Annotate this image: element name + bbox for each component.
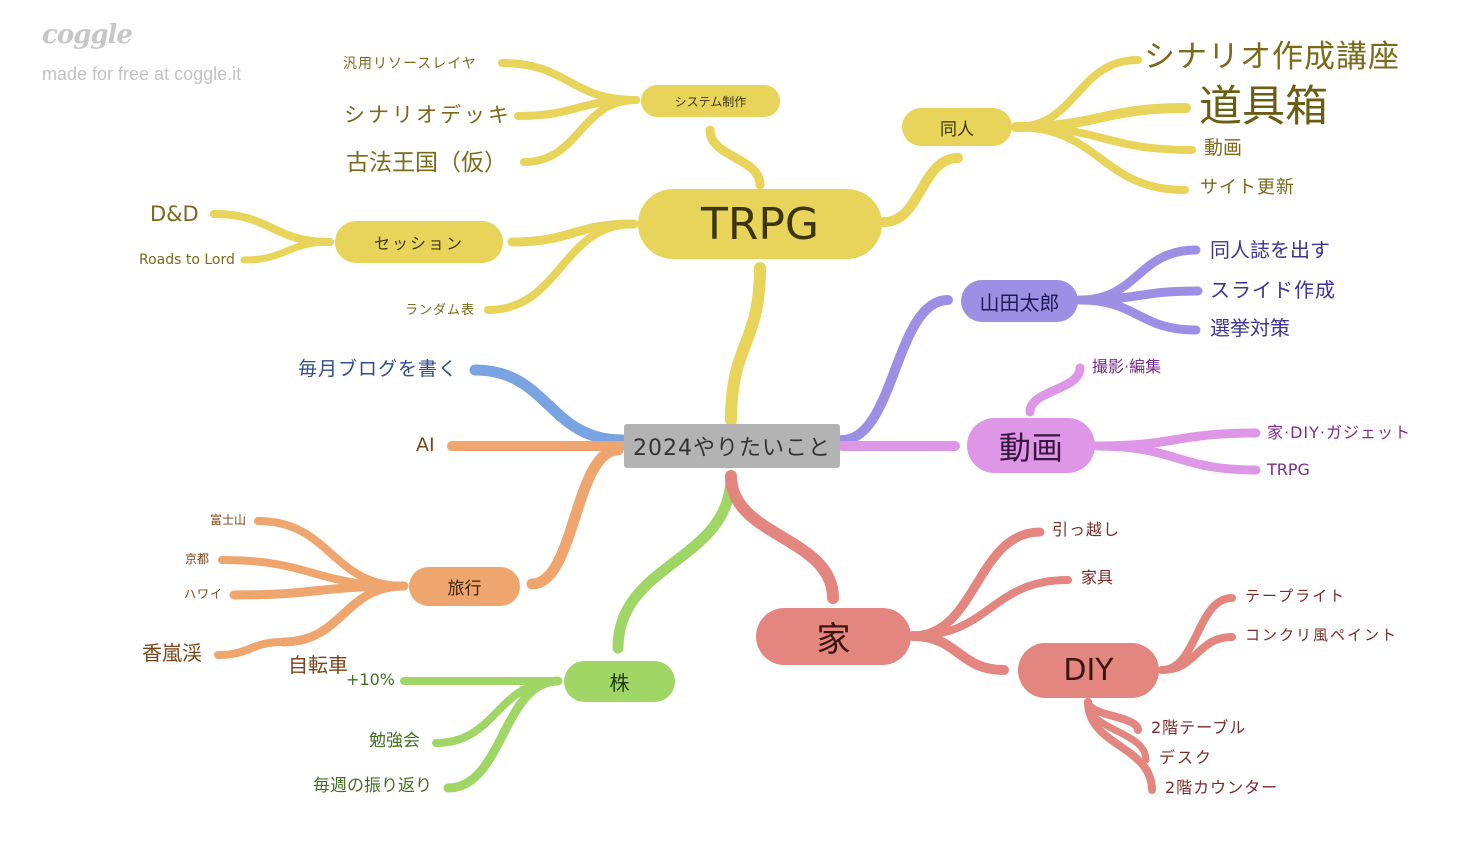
leaf-kagu[interactable]: 家具 [1081, 568, 1114, 587]
branch-root-trpg [725, 262, 766, 426]
branch-system-kohou [520, 96, 640, 166]
leaf-blog[interactable]: 毎月ブログを書く [298, 358, 459, 380]
branch-trpg-random [484, 220, 638, 314]
leaf-slide[interactable]: スライド作成 [1210, 278, 1336, 302]
branch-ie-kagu [909, 576, 1072, 640]
node-session[interactable]: セッション [335, 221, 503, 263]
leaf-tape[interactable]: テープライト [1245, 587, 1347, 605]
node-yamada[interactable]: 山田太郎 [961, 280, 1078, 322]
leaf-site[interactable]: サイト更新 [1200, 177, 1295, 198]
node-system[interactable]: システム制作 [641, 85, 780, 117]
leaf-ai[interactable]: AI [416, 434, 435, 456]
leaf-satsuei[interactable]: 撮影·編集 [1092, 357, 1162, 376]
branch-douga-satsuei [1025, 363, 1085, 417]
leaf-roads[interactable]: Roads to Lord [139, 252, 235, 268]
leaf-counter2[interactable]: 2階カウンター [1165, 778, 1279, 797]
branch-trpg-system [705, 125, 765, 190]
branch-yamada-senkyo [1075, 295, 1201, 335]
node-doujin[interactable]: 同人 [902, 108, 1012, 146]
branch-diy-counter2 [1084, 698, 1156, 794]
leaf-desk[interactable]: デスク [1159, 748, 1214, 767]
leaf-hikkoshi[interactable]: 引っ越し [1052, 520, 1121, 539]
leaf-benkyou[interactable]: 勉強会 [369, 731, 420, 751]
branch-root-blog [469, 364, 628, 446]
branch-doujin-site [1012, 123, 1189, 194]
leaf-random[interactable]: ランダム表 [405, 303, 476, 318]
node-douga[interactable]: 動画 [967, 418, 1095, 473]
leaf-scenario-kouza[interactable]: シナリオ作成講座 [1144, 39, 1400, 75]
branch-ie-diy [908, 631, 1009, 675]
node-kabu[interactable]: 株 [564, 661, 675, 702]
branch-ryokou-jitensha [278, 581, 409, 647]
leaf-dougubako[interactable]: 道具箱 [1199, 82, 1328, 132]
branch-root-kabu [612, 470, 737, 654]
leaf-jitensha[interactable]: 自転車 [288, 653, 348, 677]
branch-root-yamada [837, 295, 953, 445]
leaf-kyoto[interactable]: 京都 [185, 552, 210, 566]
leaf-doujinshi[interactable]: 同人誌を出す [1210, 238, 1330, 262]
branch-kabu-furikaeri [443, 676, 563, 793]
branch-jitensha-kourankei [214, 638, 287, 659]
leaf-scenario-deck[interactable]: シナリオデッキ [344, 103, 512, 127]
leaf-plus10[interactable]: +10% [346, 670, 395, 689]
leaf-hawaii[interactable]: ハワイ [184, 587, 224, 601]
branch-system-hanyou [498, 59, 640, 104]
node-ie[interactable]: 家 [756, 608, 911, 665]
node-trpg[interactable]: TRPG [638, 189, 882, 259]
branch-diy-tape [1158, 594, 1236, 674]
branch-session-roads [240, 238, 334, 264]
leaf-kourankei[interactable]: 香嵐渓 [142, 641, 202, 665]
leaf-table2[interactable]: 2階テーブル [1151, 718, 1247, 737]
root-node[interactable]: 2024やりたいこと [624, 424, 840, 468]
branch-trpg-doujin [879, 153, 963, 227]
leaf-kohou[interactable]: 古法王国（仮） [346, 150, 507, 176]
branch-douga-trpg [1092, 441, 1261, 475]
coggle-logo[interactable]: coggle [42, 20, 133, 50]
branch-root-ryokou [526, 444, 624, 590]
branch-diy-paint [1158, 633, 1236, 674]
leaf-paint[interactable]: コンクリ風ペイント [1245, 626, 1399, 644]
branch-session-dnd [210, 210, 334, 246]
leaf-senkyo[interactable]: 選挙対策 [1210, 316, 1290, 340]
node-ryokou[interactable]: 旅行 [409, 567, 520, 606]
leaf-ie-diy[interactable]: 家·DIY·ガジェット [1267, 423, 1411, 442]
leaf-dnd[interactable]: D&D [150, 202, 199, 226]
leaf-hanyou[interactable]: 汎用リソースレイヤ [343, 56, 477, 72]
leaf-furikaeri[interactable]: 毎週の振り返り [313, 776, 432, 796]
node-diy[interactable]: DIY [1018, 643, 1159, 698]
branch-root-ie [725, 470, 839, 604]
leaf-douga-trpg[interactable]: TRPG [1267, 460, 1310, 479]
coggle-tagline[interactable]: made for free at coggle.it [42, 64, 242, 84]
leaf-fuji[interactable]: 富士山 [210, 513, 247, 527]
leaf-doujin-douga[interactable]: 動画 [1204, 137, 1243, 159]
